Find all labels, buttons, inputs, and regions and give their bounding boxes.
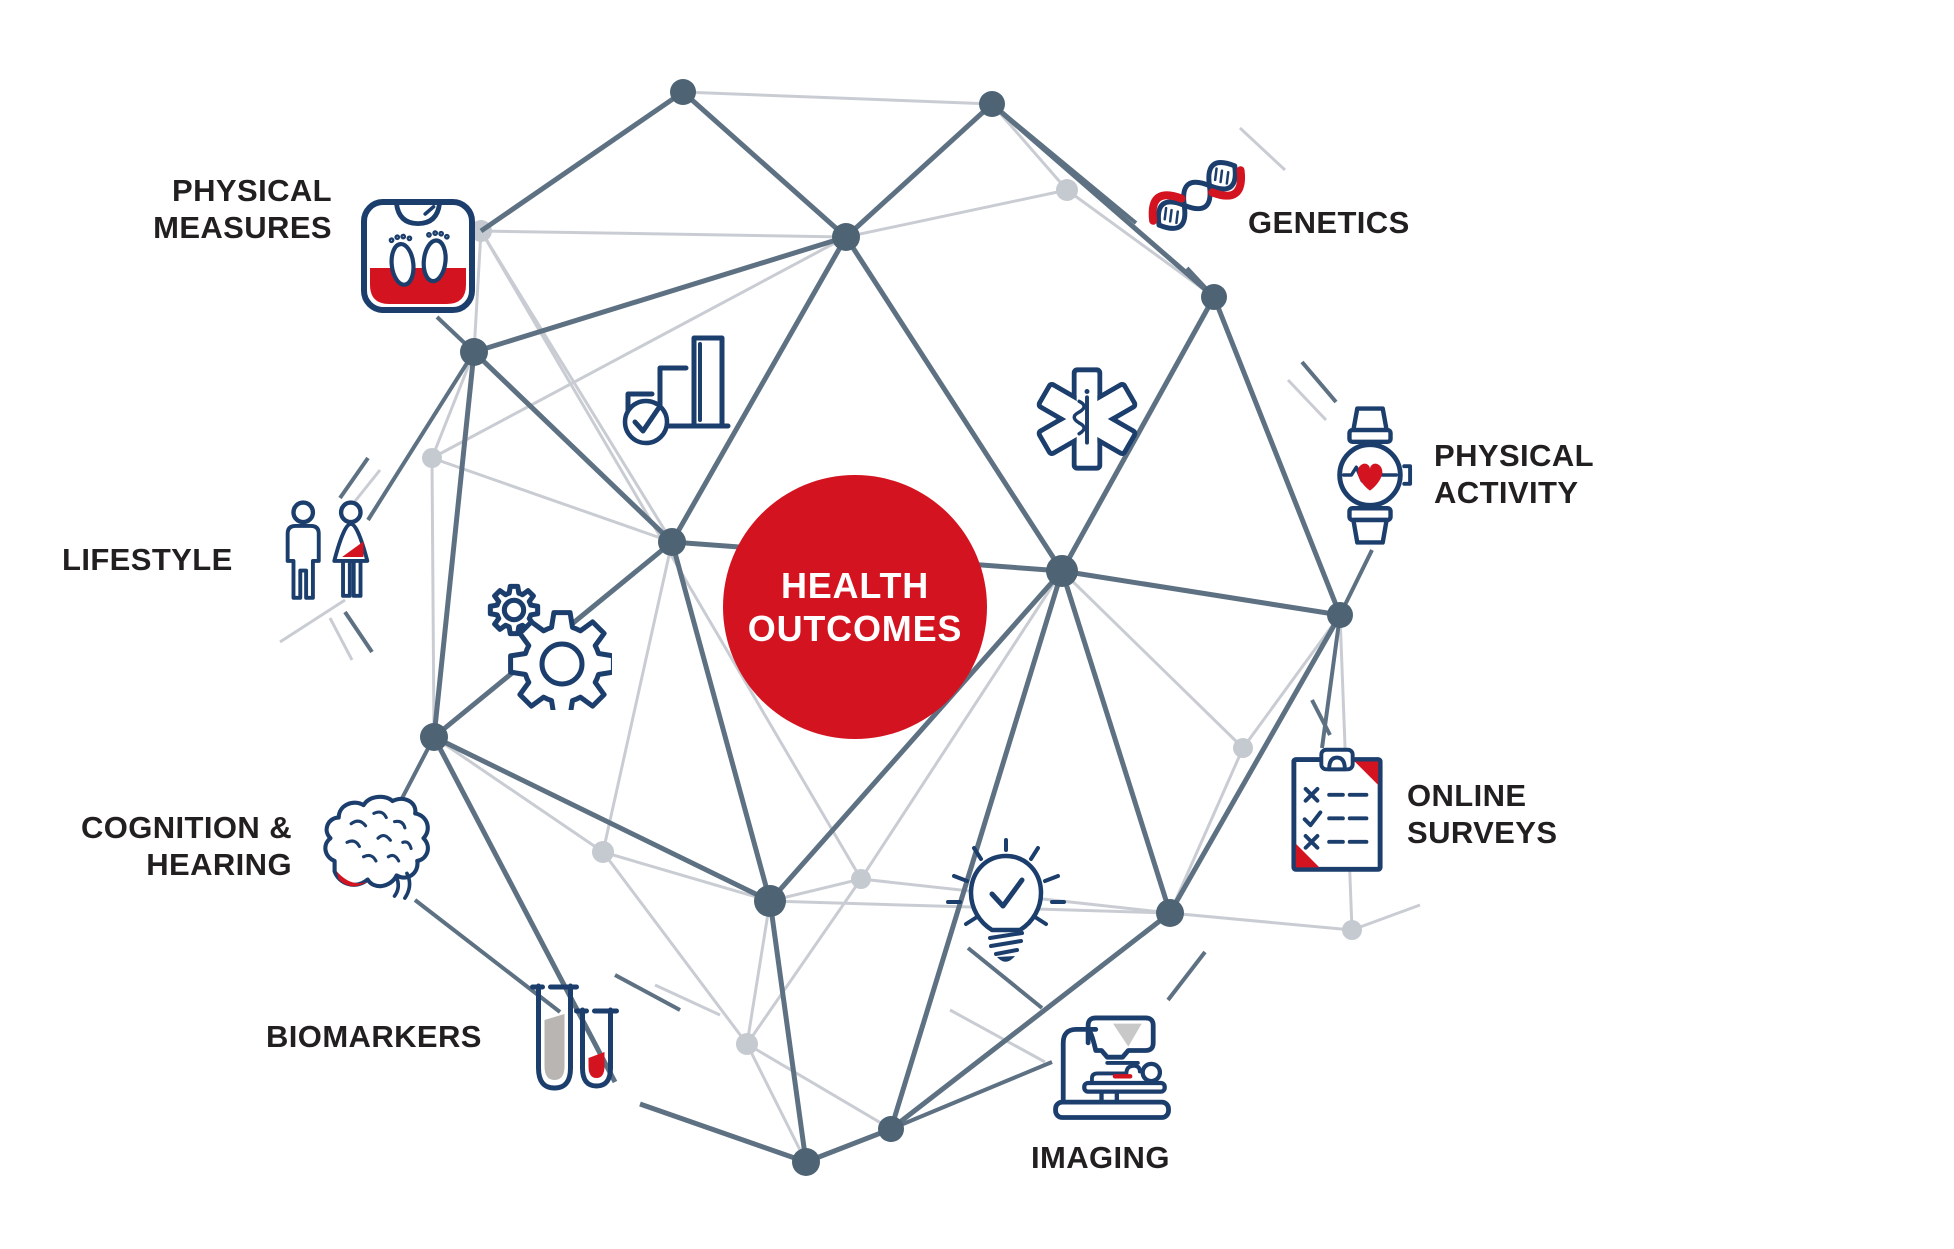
label-cognition-hearing-line2: HEARING [146, 847, 292, 882]
label-biomarkers-line1: BIOMARKERS [266, 1019, 482, 1054]
label-physical-activity-line2: ACTIVITY [1434, 475, 1579, 510]
label-physical-measures-line1: PHYSICAL [172, 173, 332, 208]
body-scanner-icon [1046, 996, 1180, 1126]
label-physical-measures: PHYSICAL MEASURES [58, 172, 332, 246]
label-imaging: IMAGING [1031, 1139, 1170, 1176]
center-label-line2: OUTCOMES [747, 608, 963, 649]
label-genetics: GENETICS [1248, 204, 1410, 241]
center-label-line1: HEALTH [780, 565, 930, 606]
label-lifestyle: LIFESTYLE [62, 541, 233, 578]
mesh-light-edges [279, 90, 1421, 1163]
label-physical-measures-line2: MEASURES [153, 210, 332, 245]
people-icon [276, 498, 378, 616]
label-imaging-line1: IMAGING [1031, 1140, 1170, 1175]
label-biomarkers: BIOMARKERS [266, 1018, 482, 1055]
lightbulb-check-icon [944, 838, 1068, 974]
label-online-surveys-line1: ONLINE [1407, 778, 1527, 813]
clipboard-checklist-icon [1288, 743, 1386, 877]
dna-helix-icon [1140, 118, 1260, 268]
label-physical-activity: PHYSICAL ACTIVITY [1434, 437, 1594, 511]
test-tubes-icon [524, 976, 620, 1101]
label-online-surveys-line2: SURVEYS [1407, 815, 1558, 850]
label-lifestyle-line1: LIFESTYLE [62, 542, 233, 577]
label-online-surveys: ONLINE SURVEYS [1407, 777, 1557, 851]
gears-icon [478, 576, 612, 710]
brain-icon [316, 788, 440, 906]
label-physical-activity-line1: PHYSICAL [1434, 438, 1594, 473]
label-cognition-hearing-line1: COGNITION & [80, 810, 292, 845]
health-outcomes-node: HEALTH OUTCOMES [723, 475, 987, 739]
mesh-dark-nodes [420, 79, 1353, 1176]
label-cognition-hearing: COGNITION & HEARING [28, 809, 292, 883]
smartwatch-heart-icon [1326, 403, 1414, 548]
label-genetics-line1: GENETICS [1248, 205, 1410, 240]
weighing-scale-icon [358, 195, 478, 317]
bar-chart-check-icon [612, 322, 738, 446]
star-of-life-icon [1030, 362, 1144, 476]
